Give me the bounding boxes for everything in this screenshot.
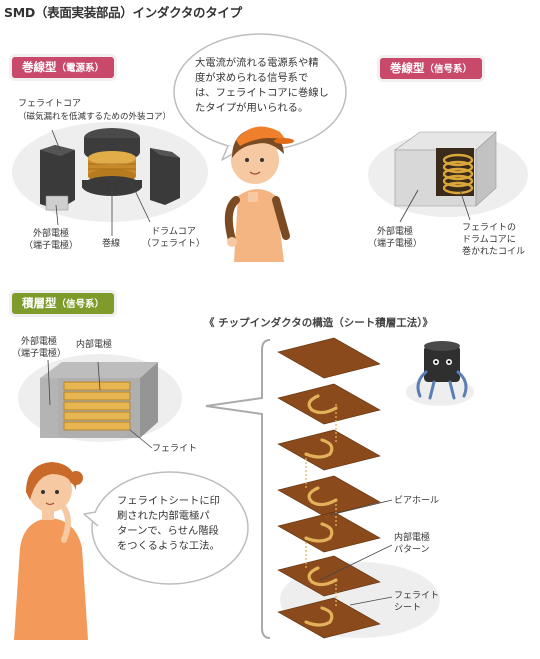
label-signal-external-electrode: 外部電極 （端子電極） [368,226,422,250]
power-inductor-illustration [40,128,180,211]
tag-wound-signal-sub: （信号系） [424,64,473,75]
label-power-external-electrode: 外部電極 （端子電極） [24,228,78,252]
bubble-bottom-line: フェライトシートに印 [117,495,220,507]
bubble-top-line: 度が求められる信号系で [195,72,309,84]
signal-inductor-illustration [394,131,497,207]
mascot-character [416,341,468,400]
speech-bubble-top-text: 大電流が流れる電源系や精 度が求められる信号系で は、フェライトコアに巻線し た… [195,56,335,116]
label-internal-electrode-pattern: 内部電極 パターン [394,532,430,556]
label-multilayer-external-electrode: 外部電極 （端子電極） [12,336,66,360]
tag-wound-signal-main: 巻線型 [390,61,425,75]
bubble-top-line: は、フェライトコアに巻線し [195,87,329,99]
label-ferrite-core: フェライトコア [18,99,82,109]
label-line: 外部電極 [33,229,70,239]
structure-heading: 《 チップインダクタの構造（シート積層工法）》 [204,317,433,329]
label-coil-on-drum-core: フェライトの ドラムコアに 巻かれたコイル [462,222,525,258]
label-line: フェライト [394,591,440,601]
speech-bubble-bottom-text: フェライトシートに印 刷された内部電極パ ターンで、らせん階段 をつくるような工… [117,494,237,554]
tag-wound-power: 巻線型（電源系） [12,57,115,78]
tag-multilayer: 積層型（信号系） [12,293,115,314]
label-drum-core: ドラムコア （フェライト） [142,226,205,250]
label-line: 外部電極 [377,227,414,237]
label-winding: 巻線 [102,239,121,249]
sheet-patterns [304,394,338,627]
label-line: 内部電極 [394,533,431,543]
label-line: 巻かれたコイル [462,247,526,257]
label-line: フェライトの [462,223,517,233]
label-via-hole: ビアホール [394,496,440,506]
structure-bracket [205,339,271,639]
multilayer-inductor-illustration [40,362,158,438]
label-line: シート [394,603,422,613]
label-line: 外部電極 [21,337,58,347]
label-line: ドラムコア [151,227,196,237]
page-title: SMD（表面実装部品）インダクタのタイプ [4,5,242,20]
label-line: パターン [394,545,430,555]
speech-bubble-bottom-tail [83,511,99,527]
bubble-bottom-line: ターンで、らせん階段 [117,525,219,537]
boy-character [224,126,294,262]
bubble-top-line: たタイプが用いられる。 [195,102,309,114]
label-ferrite-sheet: フェライト シート [394,590,439,614]
leader-lines [47,129,471,606]
bubble-bottom-line: をつくるような工法。 [117,540,220,552]
bubble-top-line: 大電流が流れる電源系や精 [195,57,319,69]
tag-multilayer-sub: （信号系） [56,299,105,310]
bubble-bottom-line: 刷された内部電極パ [117,510,210,522]
label-line: （フェライト） [142,239,206,249]
tag-wound-power-sub: （電源系） [56,63,105,74]
label-line: ドラムコアに [462,235,516,245]
via-connections [305,404,337,608]
label-ferrite: フェライト [152,444,198,454]
label-ferrite-core-note: （磁気漏れを低減するための外装コア） [18,112,172,122]
speech-bubble-bottom-shape [91,471,249,585]
girl-character [14,462,88,640]
label-line: （端子電極） [12,349,67,359]
sheet-stack [277,337,381,639]
label-line: （端子電極） [368,239,423,249]
tag-multilayer-main: 積層型 [22,296,57,310]
tag-wound-signal: 巻線型（信号系） [380,58,483,79]
tag-wound-power-main: 巻線型 [22,60,57,74]
label-line: （端子電極） [24,241,79,251]
mascot-base-shadow [406,378,474,406]
label-internal-electrode: 内部電極 [76,340,113,350]
